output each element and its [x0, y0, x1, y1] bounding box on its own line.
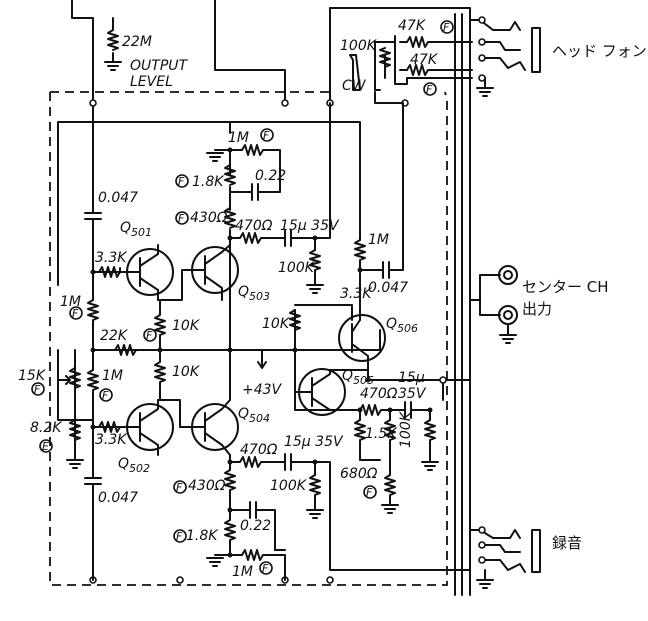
label-10k-mid2: 10K [172, 364, 201, 380]
board-outline [49, 91, 448, 586]
terminal [89, 99, 97, 107]
label-cw: CW [342, 78, 367, 94]
f-marks: F F F F F F F F F E F F F F [31, 20, 454, 575]
svg-text:F: F [176, 530, 183, 543]
label-level: LEVEL [130, 74, 173, 90]
label-center-out: 出力 [522, 300, 552, 318]
svg-text:F: F [366, 486, 373, 499]
svg-text:F: F [262, 562, 269, 575]
recording-jack [469, 526, 541, 589]
center-output-jack [469, 265, 518, 344]
label-15u-out: 15μ [398, 370, 425, 386]
svg-text:F: F [178, 212, 185, 225]
svg-text:F: F [72, 307, 79, 320]
label-470-out: 470Ω [360, 386, 398, 402]
label-0-22-bot: 0.22 [240, 518, 271, 534]
svg-text:F: F [443, 21, 450, 34]
label-1-5k: 1.5K [365, 426, 398, 442]
upper-feedback-network [57, 102, 404, 331]
label-47k-bottom: 47K [410, 52, 439, 68]
label-3-3k-q506: 3.3K [340, 286, 373, 302]
label-1m-fb-bot: 1M [232, 564, 253, 580]
label-680: 680Ω [340, 466, 378, 482]
label-q505: Q505 [342, 368, 374, 387]
label-8-2k: 8.2K [30, 420, 63, 436]
label-10k-mid: 10K [172, 318, 201, 334]
label-430-top: 430Ω [190, 210, 228, 226]
label-15k: 15K [18, 368, 47, 384]
svg-text:F: F [178, 175, 185, 188]
svg-text:F: F [34, 383, 41, 396]
transistor-q505 [294, 368, 346, 416]
label-q501: Q501 [120, 220, 152, 239]
label-supply: +43V [242, 382, 283, 398]
label-1m-left: 1M [60, 294, 81, 310]
label-0-047-right: 0.047 [368, 280, 408, 296]
label-3-3k-top: 3.3K [95, 250, 128, 266]
label-1m-left2: 1M [102, 368, 123, 384]
label-1m-right: 1M [368, 232, 389, 248]
terminal [281, 99, 289, 107]
label-100k-pot: 100K [340, 38, 378, 54]
label-15u-top: 15μ 35V [280, 218, 340, 234]
svg-text:F: F [146, 329, 153, 342]
lower-feedback-network [206, 453, 471, 581]
label-q506: Q506 [386, 316, 418, 335]
label-470-bot: 470Ω [240, 442, 278, 458]
label-output: OUTPUT [130, 58, 189, 74]
label-100k-top: 100K [278, 260, 316, 276]
label-10k-q506: 10K [262, 316, 291, 332]
transistor-q503 [191, 244, 239, 301]
label-0-22-top: 0.22 [255, 168, 286, 184]
label-0-047-top: 0.047 [98, 190, 138, 206]
svg-text:F: F [102, 389, 109, 402]
svg-text:E: E [42, 440, 49, 453]
label-430-bot: 430Ω [188, 478, 226, 494]
headphone-section [349, 16, 541, 104]
transistor-q504 [157, 399, 239, 456]
transistor-q502 [92, 399, 174, 456]
label-q502: Q502 [118, 456, 150, 475]
label-15u-bot: 15μ 35V [284, 434, 344, 450]
junctions [90, 147, 433, 558]
label-0-047-bot: 0.047 [98, 490, 138, 506]
top-wiring [71, 0, 471, 104]
label-1m-fb-top: 1M [228, 130, 249, 146]
label-22m: 22M [122, 34, 152, 50]
label-q504: Q504 [238, 406, 270, 425]
label-35v-out: 35V [398, 386, 427, 402]
label-center-ch: センター CH [522, 278, 609, 296]
label-1-8k-bot: 1.8K [186, 528, 219, 544]
svg-text:F: F [176, 481, 183, 494]
label-q503: Q503 [238, 284, 270, 303]
terminal [176, 576, 184, 584]
transistor-q501 [92, 244, 196, 301]
label-headphone: ヘッド フォン [552, 42, 647, 60]
svg-text:F: F [263, 129, 270, 142]
input-stage [57, 121, 236, 581]
label-100k-out: 100K [398, 410, 414, 448]
label-47k-top: 47K [398, 18, 427, 34]
label-22k: 22K [100, 328, 129, 344]
transistor-q506 [294, 304, 386, 371]
right-vertical-lines [454, 13, 471, 596]
svg-text:F: F [426, 83, 433, 96]
terminal [326, 576, 334, 584]
label-100k-bot: 100K [270, 478, 308, 494]
label-1-8k-top: 1.8K [192, 174, 225, 190]
label-recording: 録音 [552, 534, 582, 552]
label-470-top: 470Ω [235, 218, 273, 234]
label-3-3k-bot: 3.3K [95, 432, 128, 448]
